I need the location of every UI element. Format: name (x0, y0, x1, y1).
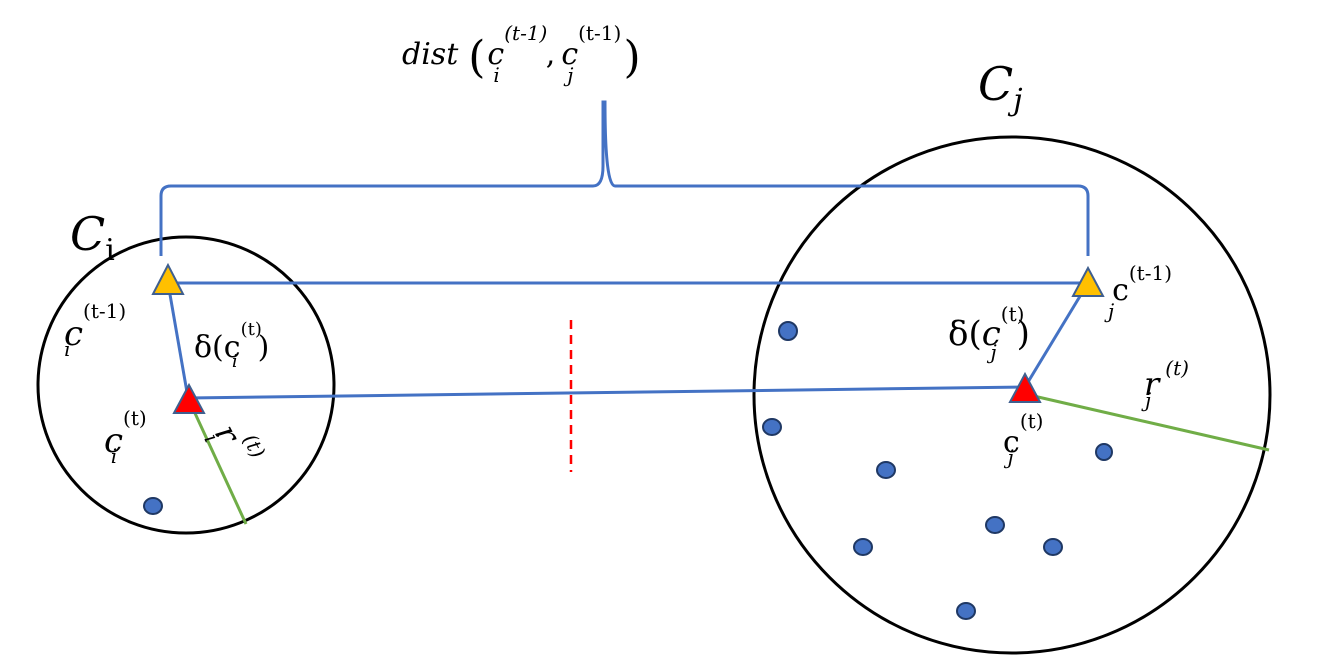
data-point (876, 461, 896, 479)
data-point (762, 418, 782, 436)
centroid-shift-j-line (1023, 282, 1090, 388)
data-point (853, 538, 873, 556)
centroid-shift-i-line (166, 282, 190, 399)
cluster-j-circle (752, 135, 1272, 655)
data-point (985, 516, 1005, 534)
previous-centroid-j-label: c(t-1)j (1104, 261, 1172, 323)
current-centroids-connector (187, 385, 1026, 400)
current-centroid-j-marker (1008, 371, 1042, 403)
distance-label: dist(c(t-1)i,c(t-1)j) (402, 21, 641, 87)
data-point (778, 321, 798, 341)
current-centroid-j-label: c(t)j (1003, 409, 1043, 469)
previous-centroid-j-marker (1071, 265, 1105, 297)
data-point (1043, 538, 1063, 556)
cluster-j-label: Cj (978, 57, 1023, 118)
data-points (143, 321, 1113, 620)
radius-j-line (1024, 392, 1270, 452)
previous-centroid-i-label: c(t-1)i (64, 299, 126, 361)
data-point (956, 602, 976, 620)
data-point (143, 497, 163, 515)
data-point (1095, 443, 1113, 461)
centroid-shift-j-label: δ(c(t)j) (948, 302, 1030, 364)
current-centroid-i-marker (172, 382, 206, 414)
cluster-i-circle (36, 235, 336, 535)
centroid-shift-i-label: δ(c(t)i) (194, 319, 269, 372)
radius-i-line (186, 397, 248, 525)
radius-j-label: r(t)j (1141, 356, 1189, 412)
distance-brace (159, 100, 1090, 256)
current-centroid-i-label: c(t)i (104, 406, 147, 468)
previous-centroid-i-marker (151, 262, 185, 295)
cluster-i-label: Ci (70, 207, 115, 268)
